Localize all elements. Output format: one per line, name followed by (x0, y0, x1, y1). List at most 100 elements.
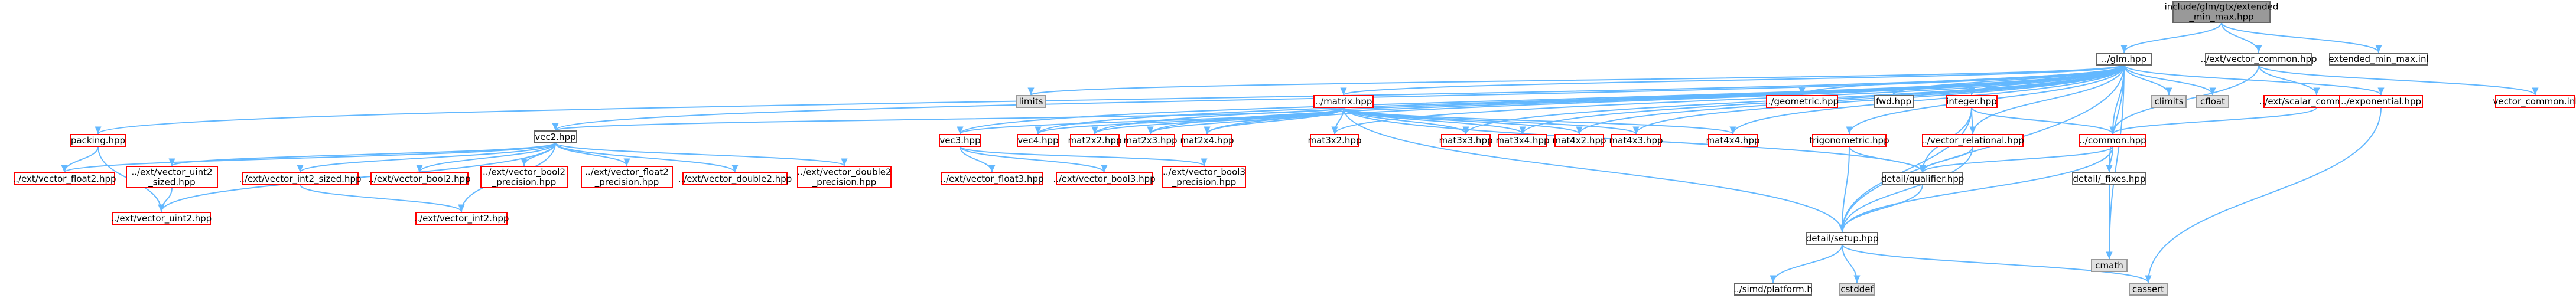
node-fixes[interactable]: detail/_fixes.hpp (2072, 172, 2146, 185)
node-vu2s[interactable]: ../ext/vector_uint2_sized.hpp (126, 166, 218, 188)
node-vi2s[interactable]: ../ext/vector_int2_sized.hpp (239, 172, 362, 185)
node-vec2[interactable]: vec2.hpp (534, 130, 577, 143)
node-vb3-box (1056, 172, 1153, 185)
node-vd2p[interactable]: ../ext/vector_double2_precision.hpp (797, 166, 892, 188)
node-vec2-box (534, 130, 577, 143)
node-vf2[interactable]: ../ext/vector_float2.hpp (12, 172, 116, 185)
node-vf2p[interactable]: ../ext/vector_float2_precision.hpp (581, 166, 673, 188)
node-exponential-label: ../exponential.hpp (2341, 96, 2421, 107)
node-glm[interactable]: ../glm.hpp (2096, 53, 2152, 66)
node-mat2x2[interactable]: mat2x2.hpp (1068, 134, 1122, 147)
node-cstddef-box (1839, 283, 1875, 296)
node-fwd[interactable]: fwd.hpp (1874, 95, 1914, 108)
node-vb2[interactable]: ../ext/vector_bool2.hpp (368, 172, 471, 185)
node-vi2[interactable]: ../ext/vector_int2.hpp (414, 212, 509, 225)
node-vd2p-label: _precision.hpp (812, 177, 877, 188)
node-packing-label: packing.hpp (71, 135, 125, 146)
node-vu2s-label: _sized.hpp (148, 177, 195, 188)
node-root-box (2172, 1, 2271, 23)
node-fixes-label: detail/_fixes.hpp (2073, 173, 2146, 185)
node-mat3x2-box (1310, 134, 1359, 147)
node-mat3x2[interactable]: mat3x2.hpp (1308, 134, 1362, 147)
edge-vec3-to-vb3p (960, 146, 1208, 166)
node-vf3[interactable]: ../ext/vector_float3.hpp (940, 172, 1044, 185)
node-vd2[interactable]: ../ext/vector_double2.hpp (678, 172, 792, 185)
edge-setup-to-platform (1770, 244, 1843, 283)
node-vec2-label: vec2.hpp (535, 132, 575, 142)
edge-vec2-to-vd2 (555, 142, 739, 173)
node-mat3x3[interactable]: mat3x3.hpp (1439, 134, 1493, 147)
node-vrel[interactable]: ../vector_relational.hpp (1921, 134, 2024, 147)
node-integer[interactable]: integer.hpp (1946, 95, 1998, 108)
node-qualifier[interactable]: detail/qualifier.hpp (1881, 172, 1964, 185)
node-exponential[interactable]: ../exponential.hpp (2339, 95, 2423, 108)
node-matrix-label: ../matrix.hpp (1315, 96, 1372, 107)
node-vf3-label: ../ext/vector_float3.hpp (940, 173, 1043, 185)
edge-vu2s-to-vu2 (158, 187, 173, 212)
edge-glm-to-mat3x2 (1331, 64, 2125, 135)
node-vb3[interactable]: ../ext/vector_bool3.hpp (1053, 172, 1156, 185)
node-vi2s-box (242, 172, 359, 185)
node-packing-box (70, 134, 126, 147)
edge-glm-to-exponential (2123, 64, 2385, 96)
node-packing[interactable]: packing.hpp (70, 134, 126, 147)
node-vb2p[interactable]: ../ext/vector_bool2_precision.hpp (480, 166, 568, 188)
node-vcommon-label: ../ext/vector_common.hpp (2200, 54, 2317, 65)
node-mat3x3-box (1441, 134, 1491, 147)
edge-exponential-to-cassert (2145, 107, 2382, 283)
node-integer-box (1946, 95, 1998, 108)
node-mat3x4[interactable]: mat3x4.hpp (1496, 134, 1550, 147)
node-mat2x3[interactable]: mat2x3.hpp (1124, 134, 1178, 147)
node-root-label: include/glm/gtx/extended (2165, 2, 2279, 12)
node-mat4x3-box (1611, 134, 1661, 147)
edge-common-to-setup (1839, 146, 2113, 232)
node-glm-box (2096, 53, 2152, 66)
edge-vec3-to-vb3 (960, 146, 1108, 173)
edge-glm-to-setup (1839, 64, 2125, 232)
edge-setup-to-cstddef (1842, 244, 1861, 283)
node-cstddef-label: cstddef (1840, 284, 1874, 294)
node-mat2x3-box (1126, 134, 1175, 147)
node-vu2[interactable]: ../ext/vector_uint2.hpp (111, 212, 212, 225)
node-platform[interactable]: ../simd/platform.h (1733, 283, 1813, 296)
node-vcinl[interactable]: vector_common.inl (2493, 95, 2576, 108)
node-vec3[interactable]: vec3.hpp (939, 134, 981, 147)
node-limits-label: limits (1019, 96, 1043, 107)
node-cassert-box (2129, 283, 2168, 296)
node-vb3p-label: ../ext/vector_bool3 (1163, 167, 1245, 178)
node-root-label: _min_max.hpp (2188, 12, 2253, 23)
node-mat2x4[interactable]: mat2x4.hpp (1180, 134, 1234, 147)
node-vf2p-label: ../ext/vector_float2 (585, 167, 669, 178)
node-mat2x4-box (1182, 134, 1232, 147)
node-limits-box (1016, 95, 1046, 108)
edge-root-to-emminl (2221, 22, 2382, 53)
edge-glm-to-packing (95, 64, 2125, 135)
node-mat4x2[interactable]: mat4x2.hpp (1553, 134, 1606, 147)
node-cmath: cmath (2091, 259, 2128, 272)
node-cfloat-label: cfloat (2200, 96, 2225, 107)
node-mat4x3[interactable]: mat4x3.hpp (1609, 134, 1663, 147)
edge-setup-to-cassert (1842, 244, 2152, 283)
node-geometric[interactable]: ../geometric.hpp (1765, 95, 1839, 108)
node-vi2-label: ../ext/vector_int2.hpp (414, 213, 509, 224)
node-mat4x4[interactable]: mat4x4.hpp (1706, 134, 1760, 147)
edge-integer-to-common (1971, 107, 2116, 135)
node-matrix[interactable]: ../matrix.hpp (1313, 95, 1374, 108)
node-cassert: cassert (2129, 283, 2168, 296)
edge-glm-to-limits (1028, 64, 2125, 96)
node-common[interactable]: ../common.hpp (2079, 134, 2146, 147)
node-root[interactable]: include/glm/gtx/extended_min_max.hpp (2165, 1, 2279, 23)
node-mat4x2-box (1554, 134, 1604, 147)
edge-vcommon-to-scommon (2258, 64, 2320, 96)
node-emminl[interactable]: extended_min_max.inl (2328, 53, 2429, 66)
node-trig[interactable]: trigonometric.hpp (1809, 134, 1889, 147)
node-vb3p[interactable]: ../ext/vector_bool3_precision.hpp (1162, 166, 1246, 188)
node-setup[interactable]: detail/setup.hpp (1806, 232, 1878, 245)
node-vd2-box (682, 172, 788, 185)
node-mat2x4-label: mat2x4.hpp (1180, 135, 1234, 146)
node-vcommon[interactable]: ../ext/vector_common.hpp (2200, 53, 2317, 66)
node-platform-box (1734, 283, 1812, 296)
node-vec4[interactable]: vec4.hpp (1017, 134, 1059, 147)
node-mat4x2-label: mat4x2.hpp (1553, 135, 1606, 146)
